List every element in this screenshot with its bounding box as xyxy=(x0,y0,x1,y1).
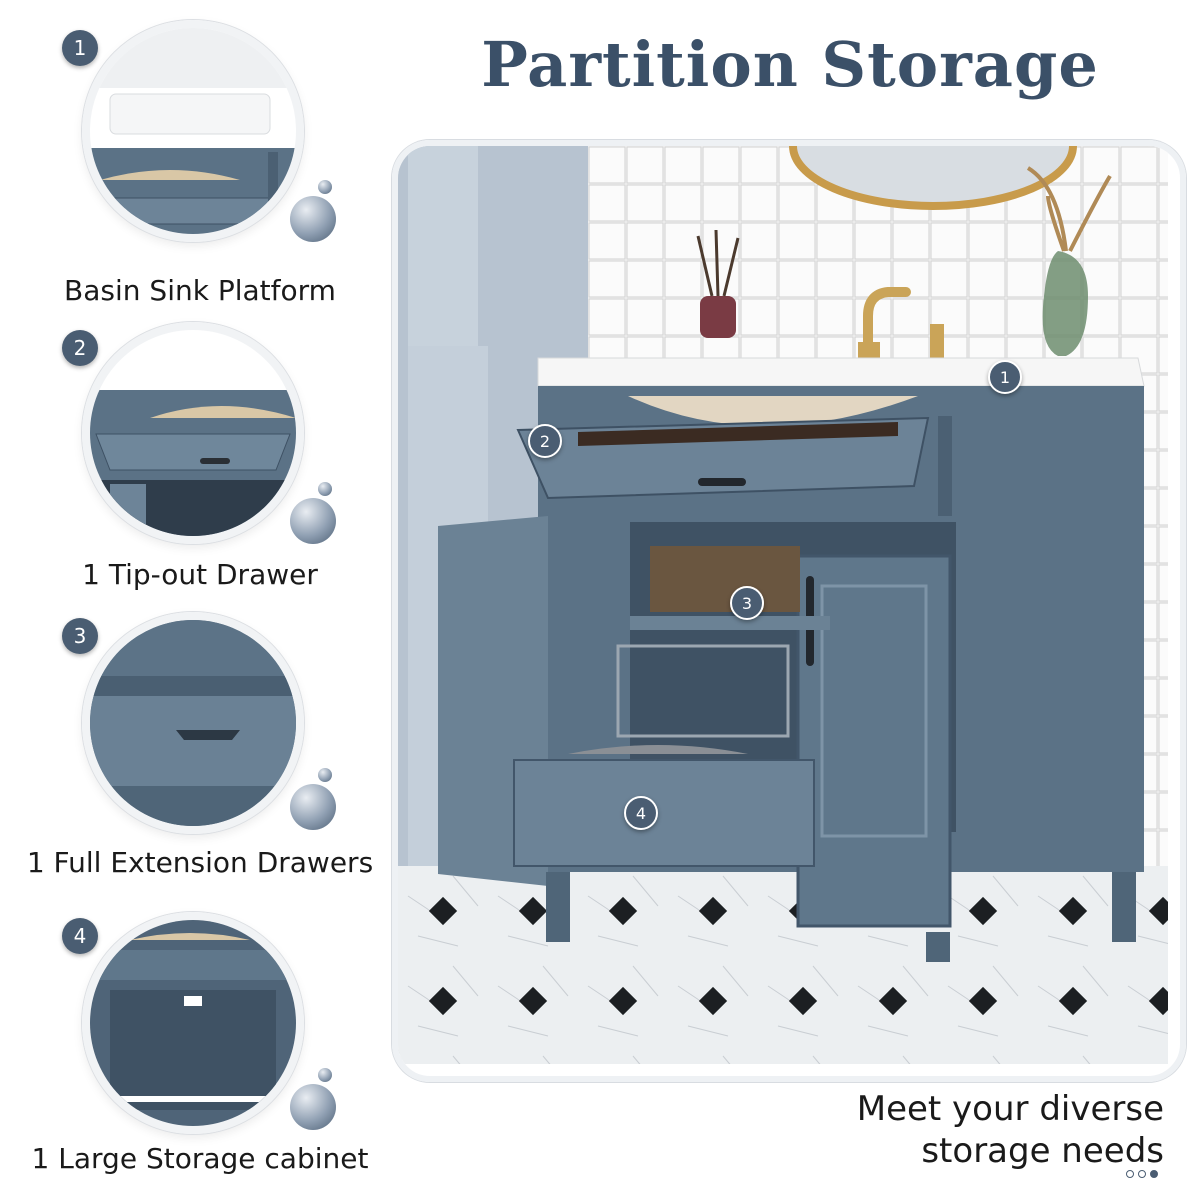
storage-cabinet-illustration xyxy=(90,920,296,1126)
decorative-bubble xyxy=(318,482,332,496)
closeup-image-sink xyxy=(82,20,304,242)
feature-number-badge: 2 xyxy=(62,330,98,366)
carousel-dot[interactable] xyxy=(1138,1170,1146,1178)
closeup-image-tip-out xyxy=(82,322,304,544)
product-photo: 1 2 3 4 xyxy=(392,140,1186,1082)
tagline-line-1: Meet your diverse xyxy=(856,1089,1164,1129)
sink-platform-illustration xyxy=(90,28,296,234)
feature-number-badge: 1 xyxy=(62,30,98,66)
photo-marker-sink: 1 xyxy=(988,360,1022,394)
feature-number-badge: 3 xyxy=(62,618,98,654)
decorative-bubble xyxy=(290,784,336,830)
photo-marker-tip-out: 2 xyxy=(528,424,562,458)
decorative-bubble xyxy=(318,180,332,194)
feature-number-badge: 4 xyxy=(62,918,98,954)
decorative-bubble xyxy=(290,498,336,544)
photo-marker-extension: 3 xyxy=(730,586,764,620)
feature-label: Basin Sink Platform xyxy=(64,274,336,307)
closeup-image-cabinet xyxy=(82,912,304,1134)
tagline: Meet your diverse storage needs xyxy=(857,1088,1164,1172)
decorative-bubble xyxy=(318,1068,332,1082)
extension-drawer-illustration xyxy=(90,620,296,826)
vanity-scene-illustration xyxy=(398,146,1168,1064)
carousel-dot[interactable] xyxy=(1126,1170,1134,1178)
photo-marker-cabinet: 4 xyxy=(624,796,658,830)
page-title: Partition Storage xyxy=(481,28,1099,101)
decorative-bubble xyxy=(290,1084,336,1130)
feature-label: 1 Full Extension Drawers xyxy=(26,846,374,879)
carousel-dot-active[interactable] xyxy=(1150,1170,1158,1178)
feature-label: 1 Large Storage cabinet xyxy=(31,1142,369,1175)
feature-label: 1 Tip-out Drawer xyxy=(82,558,318,591)
decorative-bubble xyxy=(318,768,332,782)
tagline-line-2: storage needs xyxy=(921,1131,1164,1171)
decorative-bubble xyxy=(290,196,336,242)
tip-out-drawer-illustration xyxy=(90,330,296,536)
closeup-image-extension-drawer xyxy=(82,612,304,834)
carousel-indicator xyxy=(1126,1170,1158,1178)
